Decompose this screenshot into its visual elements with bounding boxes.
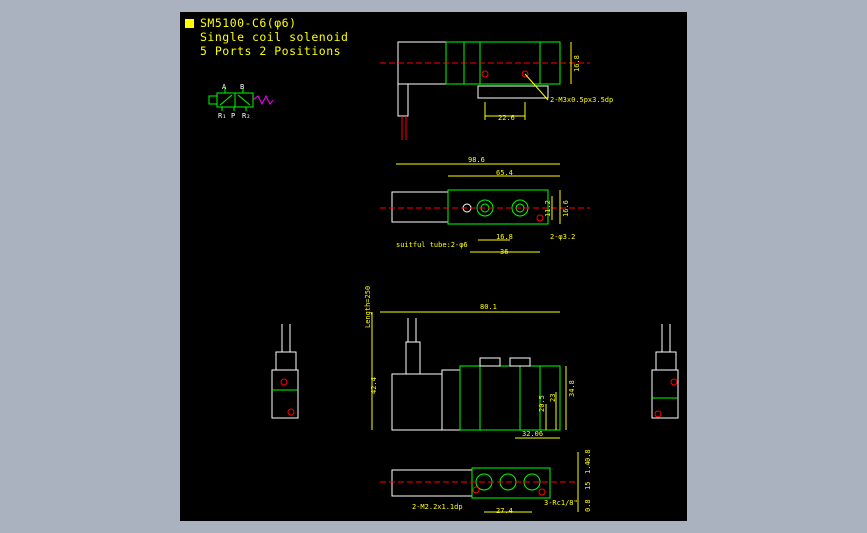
bottom-view — [380, 452, 579, 513]
dim-front-length: Length=250 — [364, 285, 372, 328]
dim-bottom-h2: 1.4 — [584, 461, 592, 474]
cad-drawing — [208, 41, 679, 513]
model-title: SM5100-C6(φ6) — [200, 16, 297, 30]
port-a-label: A — [222, 83, 227, 91]
dim-bottom-pitch: 27.4 — [496, 507, 513, 515]
front-view — [371, 311, 567, 439]
valve-symbol — [208, 88, 274, 111]
dim-plan-span: 36 — [500, 248, 509, 256]
port-b-label: B — [240, 83, 245, 91]
drawing-canvas: SM5100-C6(φ6) Single coil solenoid 5 Por… — [180, 12, 687, 521]
dim-bottom-h3: 15 — [584, 481, 592, 490]
port-p-label: P — [231, 112, 236, 120]
description-line-2: 5 Ports 2 Positions — [200, 44, 342, 58]
dim-plan-pitch: 16.8 — [496, 233, 513, 241]
dim-front-bottom: 32.06 — [522, 430, 544, 438]
dim-plan-h1: 11.2 — [544, 200, 552, 217]
port-r1-label: R₁ — [218, 112, 227, 120]
dim-front-h1: 20.5 — [538, 395, 546, 412]
dim-bottom-thread: 2-M2.2x1.1dp — [412, 503, 463, 511]
plan-view — [380, 163, 590, 253]
title-marker-icon — [185, 19, 194, 28]
dim-plan-hole: 2-φ3.2 — [550, 233, 576, 241]
top-view — [380, 41, 590, 140]
dim-plan-overall: 98.6 — [468, 156, 485, 164]
dim-front-width: 80.1 — [480, 303, 497, 311]
dim-top-thread: 2-M3x0.5px3.5dp — [550, 96, 614, 104]
port-r2-label: R₂ — [242, 112, 251, 120]
right-end-view — [651, 324, 679, 419]
dim-bottom-ports: 3-Rc1/8" — [544, 499, 578, 507]
dim-plan-body: 65.4 — [496, 169, 513, 177]
dim-plan-h2: 16.6 — [562, 200, 570, 217]
dim-bottom-h4: 0.8 — [584, 499, 592, 512]
description-line-1: Single coil solenoid — [200, 30, 349, 44]
title-block: SM5100-C6(φ6) Single coil solenoid 5 Por… — [185, 16, 348, 58]
dim-front-h3: 34.8 — [568, 380, 576, 397]
dim-bottom-h1: 0.8 — [584, 449, 592, 462]
dim-plan-tube: suitful tube:2-φ6 — [396, 241, 468, 249]
dim-top-pitch: 22.6 — [498, 114, 515, 122]
dim-front-height: 42.4 — [370, 377, 378, 394]
dim-top-height: 16.8 — [573, 55, 581, 72]
dim-front-h2: 23 — [549, 393, 557, 402]
left-end-view — [271, 324, 299, 419]
